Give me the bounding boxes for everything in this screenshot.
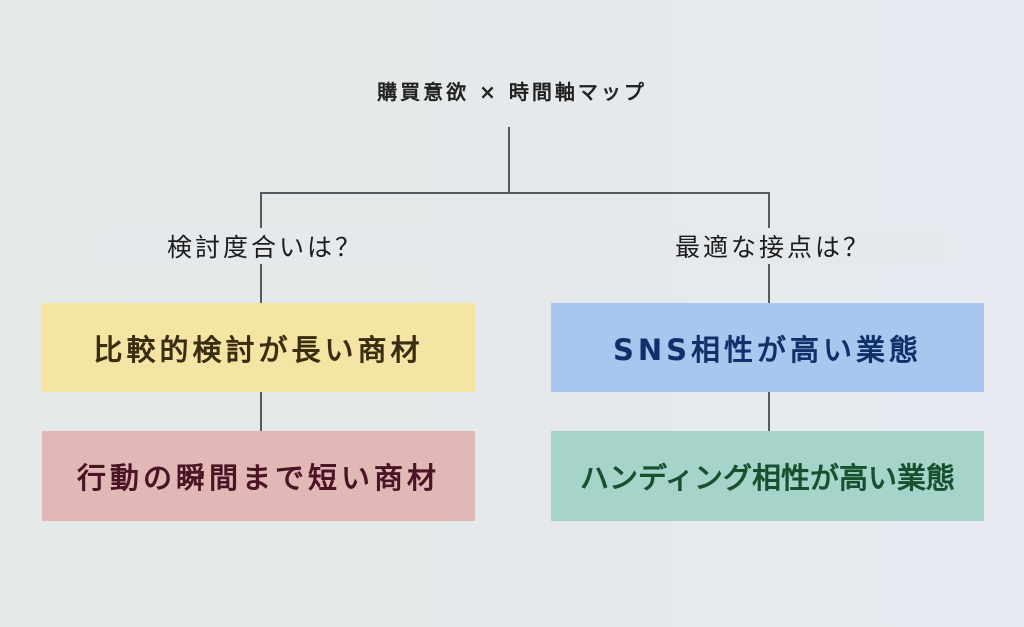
right-question: 最適な接点は？: [599, 228, 947, 264]
box-short-action: 行動の瞬間まで短い商材: [42, 431, 475, 521]
box-long-consideration-label: 比較的検討が長い商材: [93, 332, 424, 367]
box-handing-affinity-label: ハンディング相性が高い業態: [580, 461, 955, 495]
box-long-consideration: 比較的検討が長い商材: [42, 303, 475, 392]
box-handing-affinity: ハンディング相性が高い業態: [551, 431, 984, 521]
horizontal-connector: [260, 192, 770, 194]
root-connector: [508, 127, 510, 194]
box-sns-affinity-label: SNS相性が高い業態: [612, 332, 923, 367]
diagram-title: 購買意欲 × 時間軸マップ: [377, 80, 647, 104]
left-box-connector: [260, 392, 262, 432]
right-box-connector: [768, 392, 770, 432]
box-sns-affinity: SNS相性が高い業態: [551, 303, 984, 392]
left-question: 検討度合いは？: [91, 228, 439, 264]
box-short-action-label: 行動の瞬間まで短い商材: [76, 461, 440, 495]
